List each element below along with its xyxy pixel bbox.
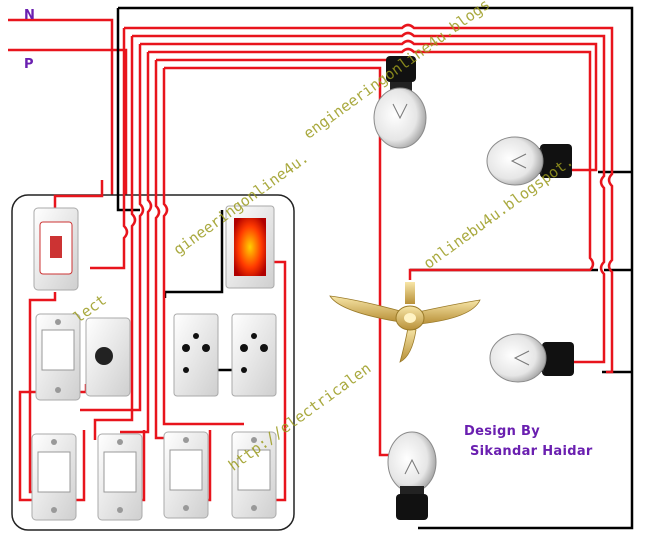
ceiling-fan [329, 282, 481, 363]
indicator-lamp [225, 205, 275, 289]
round-socket [85, 317, 131, 397]
bulb-3 [489, 333, 574, 383]
socket-1 [173, 313, 219, 397]
neutral-label: N [24, 8, 35, 23]
terminal-dots [183, 346, 247, 373]
credit-line-1: Design By [464, 424, 540, 439]
supply-neutral [8, 18, 128, 215]
bulb-1 [373, 56, 427, 149]
switch-d [163, 431, 209, 519]
switch-board [11, 194, 295, 531]
bulb-2 [486, 136, 572, 186]
switch-a [35, 313, 81, 401]
socket-2 [231, 313, 277, 397]
phase-wires [18, 23, 614, 502]
bulb-4 [387, 431, 437, 520]
switch-c [97, 433, 143, 521]
fuse [33, 207, 79, 291]
switch-e [231, 431, 277, 519]
credit-line-2: Sikandar Haidar [470, 444, 593, 459]
switch-b [31, 433, 77, 521]
phase-label: P [24, 57, 34, 72]
